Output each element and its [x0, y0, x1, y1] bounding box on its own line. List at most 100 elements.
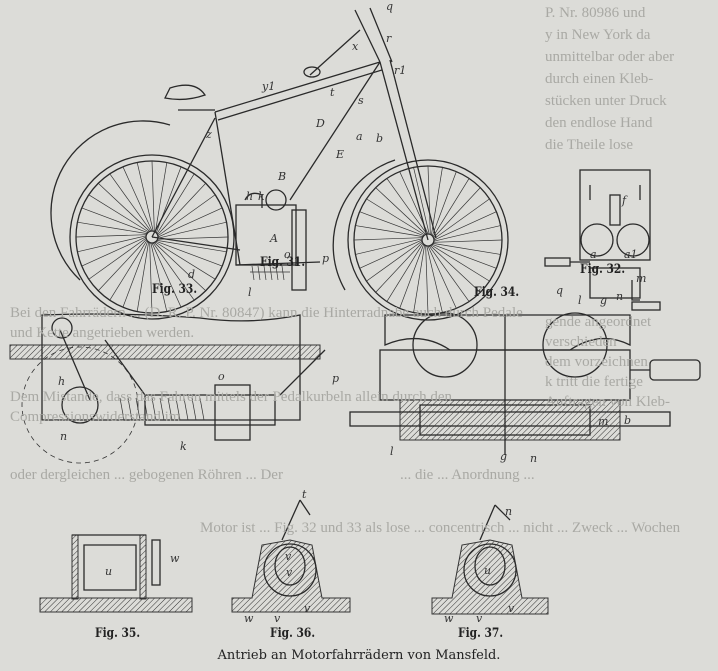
label: a — [590, 248, 597, 261]
spoke — [154, 242, 206, 291]
ghost-line: den endlose Hand — [545, 115, 653, 131]
front-wheel — [332, 159, 509, 321]
spoke — [428, 245, 470, 302]
ghost-text-right-lower: gende angeordnet verschieden dem vorzeic… — [545, 312, 715, 412]
spoke — [366, 198, 425, 236]
label: p — [332, 372, 339, 385]
spoke — [355, 225, 424, 237]
label: n — [530, 452, 537, 465]
ghost-line: y in New York da — [545, 27, 651, 43]
label: x — [352, 40, 359, 53]
spoke — [77, 221, 148, 234]
fig37-drawing: n u w v v — [431, 504, 549, 625]
spoke — [353, 237, 423, 241]
label: w — [244, 612, 254, 625]
label: A — [269, 232, 278, 245]
spoke — [152, 242, 195, 301]
frame — [151, 7, 437, 291]
spoke — [426, 245, 443, 313]
spoke — [156, 240, 227, 253]
fig34-caption: Fig. 34. — [474, 285, 520, 300]
label: q — [556, 284, 563, 297]
spoke — [81, 236, 147, 267]
label: p — [322, 252, 329, 265]
spoke — [157, 183, 206, 235]
ghost-text-middle-b: Dem Mistande, dass das Fahren mittels de… — [10, 387, 535, 427]
spoke — [122, 166, 153, 232]
label: o — [284, 248, 291, 261]
ghost-line: gende angeordnet — [545, 314, 652, 330]
spoke — [157, 207, 223, 238]
label: u — [105, 565, 112, 578]
ghost-line: ... die ... Anordnung ... — [400, 467, 535, 483]
spoke — [386, 243, 424, 302]
label: b — [376, 132, 383, 145]
label: v — [285, 550, 292, 563]
spoke — [359, 211, 424, 237]
fig31-caption: Fig. 31. — [260, 255, 306, 270]
ghost-line: oder dergleichen ... gebogenen Röhren ..… — [10, 467, 283, 483]
label: l — [390, 445, 394, 458]
ghost-line: P. Nr. 80986 und — [545, 5, 646, 21]
spoke — [432, 178, 470, 237]
ghost-line: durch einen Kleb- — [545, 71, 654, 87]
ghost-line: Bei den Fahrrädern ... (D. R. P. Nr. 808… — [10, 305, 523, 341]
spoke — [431, 171, 457, 236]
spoke — [156, 240, 223, 267]
label: b — [624, 414, 631, 427]
spoke — [98, 239, 147, 291]
spoke — [98, 183, 150, 232]
spoke — [359, 239, 423, 269]
label: t — [302, 488, 307, 501]
fig35-caption: Fig. 35. — [95, 626, 141, 641]
rear-wheel — [50, 120, 235, 320]
spoke — [375, 187, 426, 235]
label: h — [58, 375, 65, 388]
fig32-caption: Fig. 32. — [580, 262, 626, 277]
label: f — [621, 194, 628, 207]
spoke — [77, 235, 147, 253]
ghost-line: Motor ist ... Fig. 32 und 33 als lose ..… — [200, 520, 681, 536]
spoke — [386, 178, 428, 235]
spoke — [433, 211, 497, 241]
label: k — [180, 440, 187, 453]
label: k — [258, 190, 265, 203]
label: o — [218, 370, 225, 383]
label: a1 — [624, 248, 638, 261]
label: m — [636, 272, 646, 285]
plate-caption: Antrieb an Motorfahrrädern von Mansfeld. — [217, 648, 501, 663]
label: z — [205, 128, 212, 141]
ghost-line: unmittelbar oder aber — [545, 49, 675, 65]
spoke — [433, 239, 503, 243]
spoke — [151, 160, 155, 232]
spoke — [157, 194, 216, 237]
spoke — [122, 241, 149, 308]
fig31-motorcycle-drawing: q r x r1 y1 t s z D E a b B h k A o p d … — [50, 0, 509, 321]
label: a — [356, 130, 363, 143]
label: q — [386, 0, 393, 13]
label: t — [330, 86, 335, 99]
spoke — [375, 242, 423, 293]
spoke — [433, 187, 481, 238]
spoke — [427, 165, 431, 235]
label: w — [444, 612, 454, 625]
spoke — [109, 240, 148, 301]
spoke — [155, 162, 168, 233]
ghost-text-middle-e: Motor ist ... Fig. 32 und 33 als lose ..… — [200, 518, 710, 538]
spoke — [433, 198, 490, 240]
label: m — [598, 415, 608, 428]
label: v — [476, 612, 483, 625]
spoke — [432, 243, 497, 269]
ghost-text-middle-d: ... die ... Anordnung ... — [400, 465, 700, 485]
spoke — [413, 167, 430, 235]
fig35-drawing: u w — [39, 534, 193, 613]
label: E — [335, 148, 344, 161]
ghost-line: Auftragen von Kleb- — [545, 394, 670, 410]
label: v — [286, 566, 293, 579]
fig36-caption: Fig. 36. — [270, 626, 316, 641]
spoke — [151, 242, 182, 308]
spoke — [81, 207, 148, 234]
ghost-text-middle-a: Bei den Fahrrädern ... (D. R. P. Nr. 808… — [10, 303, 535, 343]
spoke — [150, 242, 168, 312]
ghost-line: Dem Mistande, dass das Fahren mittels de… — [10, 389, 452, 425]
